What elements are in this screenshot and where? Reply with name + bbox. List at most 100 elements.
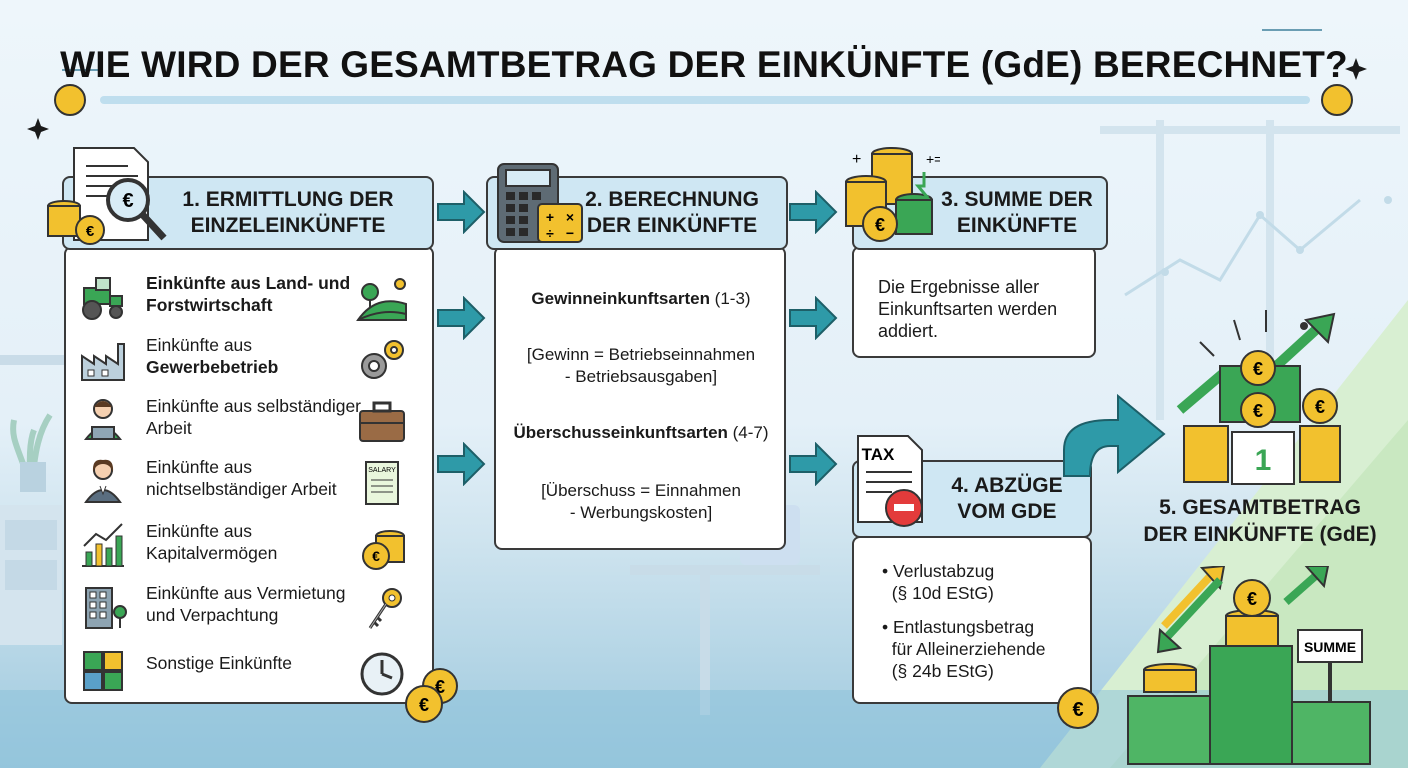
ueberschuss-formula-line1: [Überschuss = Einnahmen — [541, 481, 741, 500]
item-label: Einkünfte aus selbständiger Arbeit — [146, 396, 361, 438]
arrow-step2-to-step3-top — [789, 190, 838, 234]
coin-decor-icon — [54, 84, 1353, 116]
step2-content-box: Gewinneinkunftsarten (1-3) [Gewinn = Bet… — [494, 246, 786, 550]
arrow-step1-to-step2-bottom — [437, 442, 486, 486]
list-item: Einkünfte aus Land- und Forstwirtschaft — [66, 266, 436, 326]
item-label: Einkünfte aus nichtselbständiger Arbeit — [146, 457, 337, 499]
podium-number: 1 — [1255, 444, 1272, 477]
step4-heading-line1: 4. ABZÜGE — [951, 474, 1063, 497]
arrow-step1-to-step2-top — [437, 190, 486, 234]
svg-text:€: € — [1072, 699, 1083, 721]
bar-chart-icon — [82, 523, 124, 567]
coins-plus-icon: + += € — [845, 147, 940, 242]
svg-text:÷: ÷ — [546, 225, 554, 241]
step5-result-title: 5. GESAMTBETRAG DER EINKÜNFTE (GdE) — [1130, 494, 1390, 548]
item-label: Einkünfte aus Kapitalvermögen — [146, 521, 278, 563]
item-label: Sonstige Einkünfte — [146, 653, 292, 673]
item-label: Einkünfte aus — [146, 335, 253, 355]
step4-content-box: • Verlustabzug (§ 10d EStG) • Entlastung… — [852, 536, 1092, 704]
svg-text:€: € — [1315, 397, 1325, 417]
svg-text:+: + — [546, 209, 554, 225]
step3-text-line1: Die Ergebnisse aller — [878, 277, 1040, 297]
tax-label: TAX — [862, 445, 895, 464]
coin-icon: € — [1057, 687, 1099, 729]
ueberschuss-formula-line2: - Werbungskosten] — [569, 503, 713, 522]
svg-text:€: € — [875, 215, 885, 235]
step2-heading-line2: DER EINKÜNFTE — [586, 214, 758, 237]
item-label: Einkünfte aus Land- und Forstwirtschaft — [146, 273, 351, 315]
svg-text:€: € — [1253, 359, 1263, 379]
step5-line2: DER EINKÜNFTE (GdE) — [1143, 523, 1377, 546]
svg-text:€: € — [419, 695, 429, 715]
step5-line1: 5. GESAMTBETRAG — [1159, 496, 1361, 519]
ueberschuss-range: (4-7) — [727, 423, 769, 442]
tax-document-icon: TAX — [857, 435, 923, 527]
step3-heading: 3. SUMME DER EINKÜNFTE — [852, 176, 1108, 250]
step1-heading-line1: 1. ERMITTLUNG DER — [182, 188, 394, 211]
keys-icon — [368, 588, 402, 629]
farm-field-icon — [356, 278, 407, 321]
deduction-item: • Entlastungsbetrag für Alleinerziehende… — [882, 617, 1046, 681]
list-item: Sonstige Einkünfte — [66, 640, 436, 700]
calculator-icon: + × ÷ − — [497, 163, 583, 243]
sum-podium-coins-icon: € SUMME — [1127, 566, 1371, 765]
svg-text:+=: += — [926, 151, 940, 167]
list-item: Einkünfte aus selbständiger Arbeit — [66, 389, 436, 449]
svg-text:−: − — [566, 225, 574, 241]
employee-icon — [84, 459, 122, 503]
title-underline — [100, 96, 1310, 104]
svg-text:€: € — [122, 190, 133, 212]
step3-heading-line2: EINKÜNFTE — [956, 214, 1078, 237]
gewinn-formula-line1: [Gewinn = Betriebseinnahmen — [526, 345, 756, 364]
step1-list-box: Einkünfte aus Land- und Forstwirtschaft … — [64, 246, 434, 704]
ueberschuss-title: Überschusseinkunftsarten — [513, 423, 728, 442]
deduction-item: • Verlustabzug (§ 10d EStG) — [882, 561, 995, 603]
svg-text:×: × — [566, 209, 574, 225]
deduction-line3: (§ 24b EStG) — [891, 661, 994, 681]
step3-content-box: Die Ergebnisse aller Einkunftsarten werd… — [852, 246, 1096, 358]
gewinn-title: Gewinneinkunftsarten — [531, 289, 710, 308]
gears-icon — [361, 340, 404, 379]
list-item: Einkünfte aus Vermietung und Verpachtung — [66, 576, 436, 636]
deduction-line2: (§ 10d EStG) — [891, 583, 994, 603]
step3-text-line3: addiert. — [878, 321, 939, 341]
svg-text:€: € — [372, 548, 380, 564]
coin-stack-icon: € — [362, 530, 405, 570]
arrow-step2-to-step4 — [789, 442, 838, 486]
step3-text-line2: Einkunftsarten werden — [878, 299, 1058, 319]
svg-text:€: € — [435, 677, 445, 697]
deduction-line2: für Alleinerziehende — [891, 639, 1046, 659]
puzzle-icon — [83, 651, 123, 691]
coin-pair-icon: € € — [405, 668, 458, 723]
factory-icon — [81, 343, 125, 381]
freelancer-laptop-icon — [83, 399, 123, 440]
svg-text:+: + — [852, 151, 861, 168]
coin-stack-icon: € — [47, 200, 105, 245]
item-label: Einkünfte aus Vermietung und Verpachtung — [146, 583, 346, 625]
item-label-bold: Gewerbebetrieb — [146, 357, 279, 377]
svg-text:€: € — [1247, 589, 1257, 609]
document-magnifier-icon: € € — [47, 147, 167, 245]
gewinn-range: (1-3) — [709, 289, 751, 308]
list-item: Einkünfte aus nichtselbständiger Arbeit … — [66, 450, 436, 510]
svg-text:€: € — [86, 223, 95, 240]
step3-heading-line1: 3. SUMME DER — [941, 188, 1093, 211]
step4-heading-line2: VOM GDE — [957, 500, 1057, 523]
arrow-step1-to-step2-mid — [437, 296, 486, 340]
tractor-icon — [82, 277, 123, 320]
background-chart-line — [1124, 198, 1361, 297]
arrow-step4-to-step5 — [1063, 393, 1166, 477]
step2-heading-line1: 2. BERECHNUNG — [585, 188, 759, 211]
gewinn-formula-line2: - Betriebsausgaben] — [564, 367, 718, 386]
building-icon — [85, 587, 127, 629]
arrow-step2-to-step3-mid — [789, 296, 838, 340]
trophy-podium-money-icon: € € € 1 — [1176, 310, 1341, 485]
svg-text:€: € — [1253, 401, 1263, 421]
sum-sign-label: SUMME — [1304, 639, 1356, 655]
salary-label: SALARY — [368, 467, 396, 474]
clock-icon — [360, 652, 404, 696]
page-title: WIE WIRD DER GESAMTBETRAG DER EINKÜNFTE … — [60, 44, 1348, 85]
list-item: Einkünfte aus Kapitalvermögen € — [66, 514, 436, 574]
briefcase-icon — [359, 401, 405, 442]
